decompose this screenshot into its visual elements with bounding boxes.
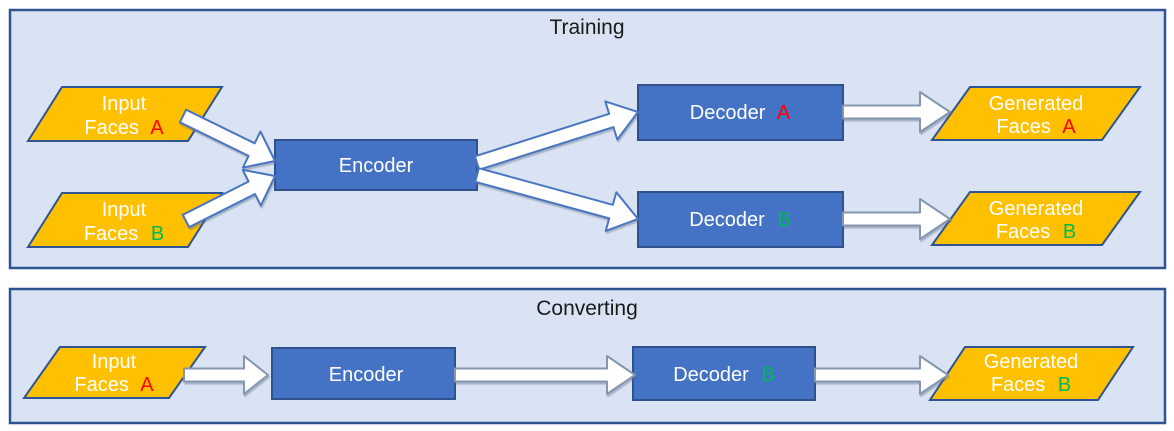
decoder-a-label: Decoder A: [690, 102, 791, 124]
input-faces-a-line2: Faces A: [84, 117, 164, 139]
converting-input-faces-a-parallelogram: [22, 346, 207, 399]
encoder-label: Encoder: [339, 155, 414, 177]
decoder-a-word: Decoder: [690, 102, 766, 124]
training-input-faces-b: Input Faces B: [26, 192, 224, 248]
input-faces-a-parallelogram: [26, 86, 224, 142]
converting-encoder-label: Encoder: [329, 364, 404, 386]
converting-section: Converting Input Faces A Encoder Decoder…: [8, 287, 1167, 425]
input-faces-b-line1: Input: [102, 199, 147, 221]
generated-faces-b-letter: B: [1063, 221, 1076, 243]
arrow-input-a-to-encoder: [178, 108, 276, 169]
converting-encoder: Encoder: [271, 347, 456, 400]
decoder-b-word: Decoder: [689, 209, 765, 231]
converting-generated-faces-b-line2: Faces B: [991, 374, 1071, 396]
converting-encoder-box: [271, 347, 456, 400]
converting-decoder-b-letter: B: [761, 364, 774, 386]
training-section: Training Input Faces A Input Faces B Enc…: [8, 8, 1167, 270]
decoder-a-box: [637, 84, 844, 141]
converting-title: Converting: [536, 297, 638, 320]
converting-generated-faces-b: Generated Faces B: [928, 346, 1135, 401]
input-faces-a-letter: A: [150, 117, 164, 139]
input-faces-a-line1: Input: [102, 93, 147, 115]
converting-generated-faces-b-parallelogram: [928, 346, 1135, 401]
generated-faces-a-line2: Faces A: [996, 116, 1076, 138]
training-decoder-b: Decoder B: [637, 191, 844, 248]
converting-decoder-b-label: Decoder B: [673, 364, 775, 386]
input-faces-b-word: Faces: [84, 223, 138, 245]
arrow-encoder-to-decoder-a: [473, 100, 639, 171]
input-faces-b-line2: Faces B: [84, 223, 164, 245]
arrow-input-b-to-encoder: [181, 168, 276, 229]
arrow-encoder-to-decoder-b: [474, 167, 639, 232]
arrow-decoder-a-to-generated-a: [842, 91, 951, 133]
converting-input-faces-a-letter: A: [140, 374, 154, 396]
converting-decoder-b-word: Decoder: [673, 364, 749, 386]
arrow-conv-input-a-to-encoder: [183, 355, 269, 395]
generated-faces-a-word: Faces: [996, 116, 1050, 138]
arrow-decoder-b-to-generated-b: [842, 198, 951, 240]
converting-decoder-b: Decoder B: [632, 346, 816, 401]
input-faces-a-word: Faces: [84, 117, 138, 139]
training-decoder-a: Decoder A: [637, 84, 844, 141]
converting-decoder-b-box: [632, 346, 816, 401]
generated-faces-b-line2: Faces B: [996, 221, 1076, 243]
generated-faces-a-parallelogram: [930, 86, 1142, 141]
arrow-conv-decoder-b-to-generated-b: [814, 355, 949, 395]
generated-faces-a-line1: Generated: [989, 93, 1084, 115]
converting-generated-faces-b-word: Faces: [991, 374, 1045, 396]
generated-faces-a-letter: A: [1062, 116, 1076, 138]
converting-input-faces-a-line2: Faces A: [74, 374, 154, 396]
converting-input-faces-a-line1: Input: [92, 351, 137, 373]
converting-generated-faces-b-line1: Generated: [984, 351, 1079, 373]
converting-input-faces-a: Input Faces A: [22, 346, 207, 399]
generated-faces-b-word: Faces: [996, 221, 1050, 243]
training-input-faces-a: Input Faces A: [26, 86, 224, 142]
decoder-b-label: Decoder B: [689, 209, 791, 231]
decoder-a-letter: A: [777, 102, 791, 124]
converting-input-faces-a-word: Faces: [74, 374, 128, 396]
generated-faces-b-line1: Generated: [989, 198, 1084, 220]
input-faces-b-parallelogram: [26, 192, 224, 248]
generated-faces-b-parallelogram: [930, 191, 1142, 246]
decoder-b-letter: B: [777, 209, 790, 231]
input-faces-b-letter: B: [151, 223, 164, 245]
training-generated-faces-b: Generated Faces B: [930, 191, 1142, 246]
training-encoder: Encoder: [274, 139, 478, 191]
converting-generated-faces-b-letter: B: [1058, 374, 1071, 396]
arrow-conv-encoder-to-decoder-b: [454, 355, 636, 395]
training-generated-faces-a: Generated Faces A: [930, 86, 1142, 141]
training-title: Training: [549, 16, 624, 39]
